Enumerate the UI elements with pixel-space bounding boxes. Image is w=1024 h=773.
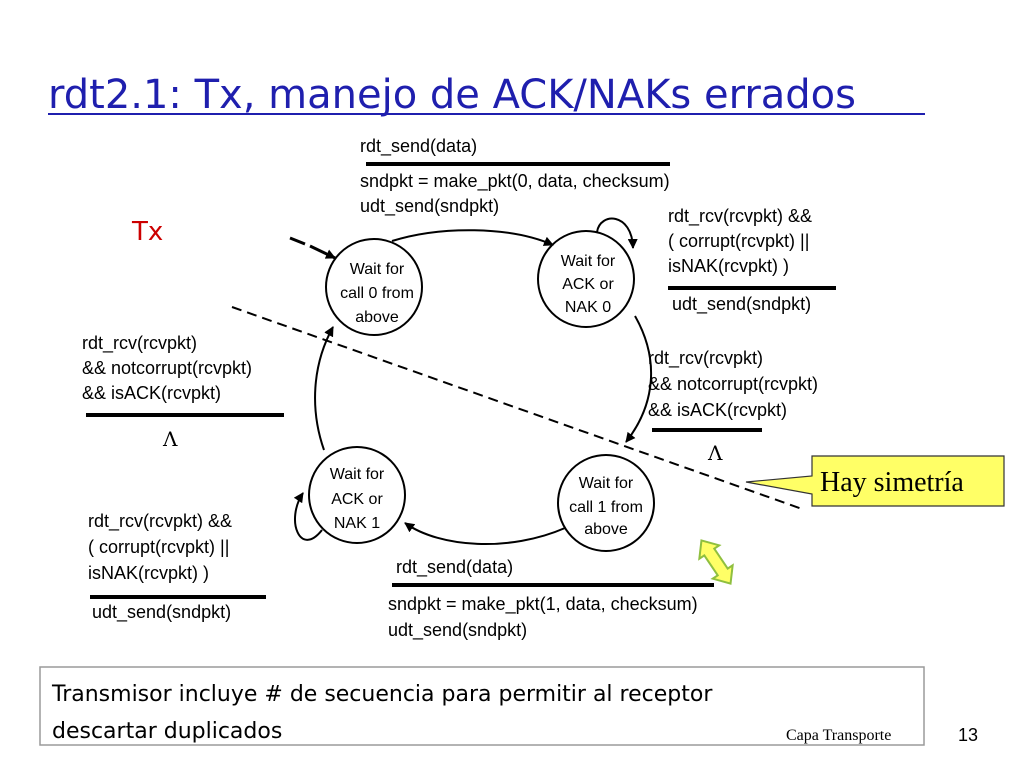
transition-label-right: rdt_rcv(rcvpkt) && notcorrupt(rcvpkt) &&… xyxy=(648,348,818,465)
state-label-line: Wait for xyxy=(350,261,405,278)
event-text: rdt_rcv(rcvpkt) xyxy=(648,348,763,369)
state-label-line: Wait for xyxy=(561,253,616,270)
event-text: ( corrupt(rcvpkt) || xyxy=(88,537,229,557)
self-loop-ack-nak-0 xyxy=(596,217,638,249)
state-label-line: above xyxy=(355,309,399,326)
symmetry-callout: Hay simetría xyxy=(745,455,1005,507)
event-text: rdt_rcv(rcvpkt) xyxy=(82,333,197,354)
transition-label-left: rdt_rcv(rcvpkt) && notcorrupt(rcvpkt) &&… xyxy=(82,333,284,451)
state-wait-ack-nak-1: Wait for ACK or NAK 1 xyxy=(308,446,406,544)
transition-label-top: rdt_send(data) sndpkt = make_pkt(0, data… xyxy=(360,136,670,217)
transition-arrow-top xyxy=(391,229,554,246)
symmetry-dashed-line xyxy=(231,306,806,511)
state-label-line: NAK 1 xyxy=(334,515,380,532)
action-text: udt_send(sndpkt) xyxy=(672,294,811,315)
footer-section-label: Capa Transporte xyxy=(786,727,891,744)
state-label-line: Wait for xyxy=(579,475,634,492)
event-text: ( corrupt(rcvpkt) || xyxy=(668,231,809,251)
action-text: udt_send(sndpkt) xyxy=(92,602,231,623)
event-text: rdt_send(data) xyxy=(360,136,477,157)
transition-label-ack0-self: rdt_rcv(rcvpkt) && ( corrupt(rcvpkt) || … xyxy=(668,206,836,315)
note-line: descartar duplicados xyxy=(52,719,282,744)
action-text: udt_send(sndpkt) xyxy=(388,620,527,641)
state-wait-ack-nak-0: Wait for ACK or NAK 0 xyxy=(537,230,635,328)
event-text: isNAK(rcvpkt) ) xyxy=(668,256,789,276)
side-label-tx: Tx xyxy=(131,217,163,247)
state-label-line: above xyxy=(584,521,628,538)
state-label-line: call 1 from xyxy=(569,499,643,516)
event-text: rdt_rcv(rcvpkt) && xyxy=(88,511,232,532)
lambda-symbol: Λ xyxy=(707,441,723,465)
state-wait-call-0: Wait for call 0 from above xyxy=(325,238,423,336)
page-number: 13 xyxy=(958,725,978,745)
transition-arrow-bottom xyxy=(404,522,566,545)
event-text: rdt_rcv(rcvpkt) && xyxy=(668,206,812,227)
event-text: && notcorrupt(rcvpkt) xyxy=(648,374,818,394)
transition-arrow-right xyxy=(625,315,653,443)
event-text: isNAK(rcvpkt) ) xyxy=(88,563,209,583)
action-text: sndpkt = make_pkt(0, data, checksum) xyxy=(360,171,670,192)
slide-title: rdt2.1: Tx, manejo de ACK/NAKs errados xyxy=(48,72,856,118)
action-text: udt_send(sndpkt) xyxy=(360,196,499,217)
event-text: rdt_send(data) xyxy=(396,557,513,578)
state-label-line: NAK 0 xyxy=(565,299,611,316)
callout-shape xyxy=(745,455,1005,507)
state-label-line: call 0 from xyxy=(340,285,414,302)
event-text: && notcorrupt(rcvpkt) xyxy=(82,358,252,378)
transition-label-ack1-self: rdt_rcv(rcvpkt) && ( corrupt(rcvpkt) || … xyxy=(88,511,266,623)
state-label-line: ACK or xyxy=(562,276,614,293)
note-box: Transmisor incluye # de secuencia para p… xyxy=(39,666,925,746)
state-wait-call-1: Wait for call 1 from above xyxy=(557,454,655,552)
initial-state-arrow xyxy=(289,236,336,260)
double-arrow-icon xyxy=(698,539,734,585)
callout-text: Hay simetría xyxy=(820,467,964,498)
event-text: && isACK(rcvpkt) xyxy=(82,383,221,403)
action-text: sndpkt = make_pkt(1, data, checksum) xyxy=(388,594,698,615)
event-text: && isACK(rcvpkt) xyxy=(648,400,787,420)
state-label-line: Wait for xyxy=(330,466,385,483)
lambda-symbol: Λ xyxy=(162,427,178,451)
state-label-line: ACK or xyxy=(331,491,383,508)
self-loop-ack-nak-1 xyxy=(293,492,323,541)
transition-label-bottom: rdt_send(data) sndpkt = make_pkt(1, data… xyxy=(388,557,714,641)
note-line: Transmisor incluye # de secuencia para p… xyxy=(51,682,713,707)
transition-arrow-left xyxy=(314,326,334,451)
